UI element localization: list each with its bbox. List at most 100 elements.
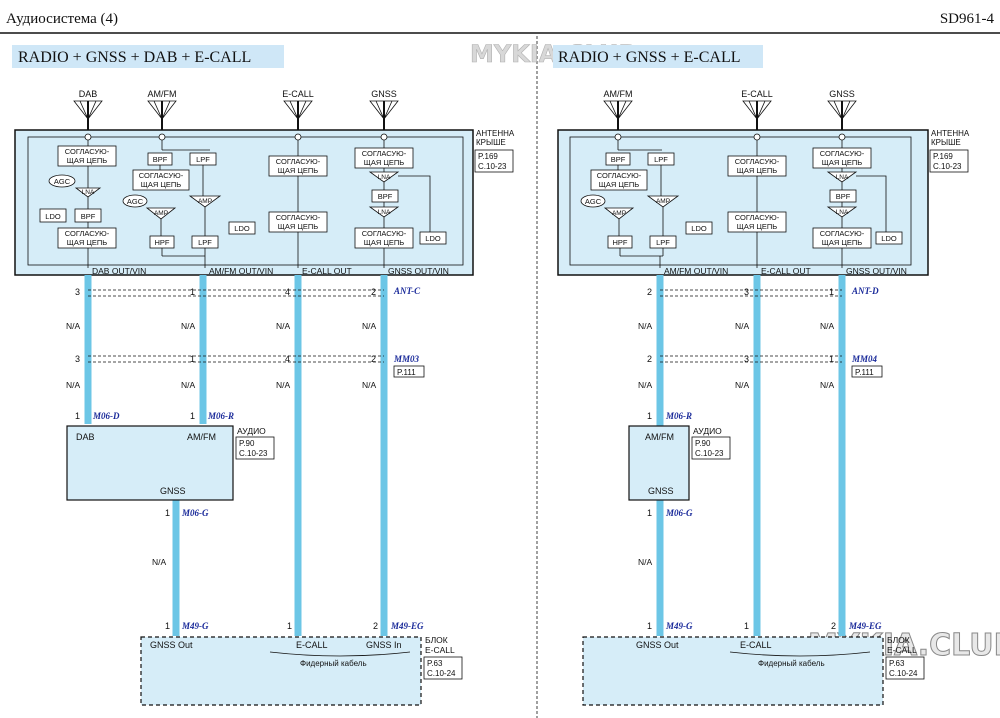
connector-name: M49-G — [665, 621, 693, 631]
svg-text:СОГЛАСУЮ-: СОГЛАСУЮ- — [276, 213, 321, 222]
svg-text:P.169: P.169 — [478, 152, 498, 161]
svg-text:2: 2 — [371, 354, 376, 364]
svg-text:AMP: AMP — [612, 210, 626, 217]
svg-text:P.111: P.111 — [855, 368, 874, 377]
svg-text:BPF: BPF — [611, 155, 626, 164]
connector-name: ANT-C — [393, 286, 421, 296]
svg-text:GNSS Out: GNSS Out — [636, 640, 679, 650]
na-label: N/A — [181, 380, 196, 390]
svg-text:3: 3 — [75, 287, 80, 297]
svg-text:GNSS Out: GNSS Out — [150, 640, 193, 650]
na-label: N/A — [638, 380, 653, 390]
svg-text:C.10-23: C.10-23 — [695, 449, 724, 458]
svg-text:GNSS In: GNSS In — [366, 640, 402, 650]
page-code: SD961-4 — [940, 11, 995, 27]
svg-text:2: 2 — [831, 621, 836, 631]
svg-text:Фидерный кабель: Фидерный кабель — [300, 659, 367, 668]
svg-text:P.169: P.169 — [933, 152, 953, 161]
svg-text:BPF: BPF — [836, 192, 851, 201]
svg-text:LDO: LDO — [45, 212, 61, 221]
svg-text:СОГЛАСУЮ-: СОГЛАСУЮ- — [276, 157, 321, 166]
output-label: E-CALL OUT — [761, 266, 811, 276]
svg-text:СОГЛАСУЮ-: СОГЛАСУЮ- — [820, 229, 865, 238]
svg-text:1: 1 — [647, 621, 652, 631]
svg-text:LPF: LPF — [656, 238, 670, 247]
svg-text:C.10-24: C.10-24 — [427, 669, 456, 678]
svg-text:СОГЛАСУЮ-: СОГЛАСУЮ- — [139, 171, 184, 180]
svg-text:БЛОК: БЛОК — [425, 635, 448, 645]
na-label: N/A — [638, 557, 653, 567]
connector-ant-d: 2 3 1 ANT-D — [647, 286, 879, 297]
svg-text:АУДИО: АУДИО — [693, 426, 722, 436]
svg-text:2: 2 — [371, 287, 376, 297]
svg-text:BPF: BPF — [153, 155, 168, 164]
svg-text:C.10-23: C.10-23 — [239, 449, 268, 458]
svg-text:3: 3 — [744, 354, 749, 364]
svg-text:ЩАЯ ЦЕПЬ: ЩАЯ ЦЕПЬ — [278, 166, 318, 175]
svg-text:1: 1 — [829, 287, 834, 297]
svg-text:2: 2 — [647, 354, 652, 364]
svg-text:СОГЛАСУЮ-: СОГЛАСУЮ- — [597, 171, 642, 180]
output-label: E-CALL OUT — [302, 266, 352, 276]
svg-text:СОГЛАСУЮ-: СОГЛАСУЮ- — [65, 229, 110, 238]
connector-name: ANT-D — [851, 286, 879, 296]
svg-text:LNA: LNA — [836, 174, 849, 181]
antenna-label: AM/FM — [148, 89, 177, 99]
svg-text:ЩАЯ ЦЕПЬ: ЩАЯ ЦЕПЬ — [141, 180, 181, 189]
svg-text:P.90: P.90 — [695, 439, 711, 448]
svg-text:БЛОК: БЛОК — [887, 635, 910, 645]
svg-text:КРЫШЕ: КРЫШЕ — [476, 138, 506, 147]
na-label: N/A — [735, 380, 750, 390]
left-audio-unit: DAB AM/FM GNSS АУДИО P.90 C.10-23 — [66, 425, 275, 501]
svg-text:1: 1 — [165, 621, 170, 631]
page-title: Аудиосистема (4) — [6, 11, 118, 27]
output-label: GNSS OUT/VIN — [388, 266, 449, 276]
antenna-label: DAB — [79, 89, 98, 99]
svg-text:1: 1 — [190, 354, 195, 364]
na-label: N/A — [820, 321, 835, 331]
svg-text:ЩАЯ ЦЕПЬ: ЩАЯ ЦЕПЬ — [364, 158, 404, 167]
svg-text:1: 1 — [190, 287, 195, 297]
svg-text:LDO: LDO — [425, 234, 441, 243]
right-title-box — [553, 45, 763, 68]
svg-text:СОГЛАСУЮ-: СОГЛАСУЮ- — [362, 149, 407, 158]
svg-text:1: 1 — [744, 621, 749, 631]
antenna-gnss-icon: GNSS — [369, 89, 399, 132]
svg-text:HPF: HPF — [155, 238, 170, 247]
left-ecall-unit: GNSS Out E-CALL GNSS In Фидерный кабель … — [140, 635, 463, 706]
svg-text:P.90: P.90 — [239, 439, 255, 448]
svg-text:1: 1 — [647, 411, 652, 421]
svg-text:E-CALL: E-CALL — [296, 640, 328, 650]
svg-text:4: 4 — [285, 287, 290, 297]
svg-text:C.10-24: C.10-24 — [889, 669, 918, 678]
svg-text:C.10-23: C.10-23 — [478, 162, 507, 171]
svg-text:СОГЛАСУЮ-: СОГЛАСУЮ- — [735, 213, 780, 222]
right-audio-unit: AM/FM GNSS АУДИО P.90 C.10-23 — [628, 425, 731, 501]
output-label: DAB OUT/VIN — [92, 266, 146, 276]
right-antenna-module: BPF LPF СОГЛАСУЮ- ЩАЯ ЦЕПЬ AGC AMP AMP H… — [557, 129, 970, 276]
antenna-label: GNSS — [371, 89, 397, 99]
na-label: N/A — [66, 380, 81, 390]
svg-text:КРЫШЕ: КРЫШЕ — [931, 138, 961, 147]
na-label: N/A — [276, 380, 291, 390]
svg-text:ЩАЯ ЦЕПЬ: ЩАЯ ЦЕПЬ — [364, 238, 404, 247]
svg-text:2: 2 — [373, 621, 378, 631]
svg-text:LDO: LDO — [234, 224, 250, 233]
svg-text:BPF: BPF — [81, 212, 96, 221]
svg-text:4: 4 — [285, 354, 290, 364]
svg-text:СОГЛАСУЮ-: СОГЛАСУЮ- — [65, 147, 110, 156]
connector-name: M49-EG — [848, 621, 882, 631]
na-label: N/A — [276, 321, 291, 331]
antenna-label: E-CALL — [741, 89, 773, 99]
svg-text:LNA: LNA — [378, 209, 391, 216]
connector-name: M49-G — [181, 621, 209, 631]
antenna-amfm-icon: AM/FM — [147, 89, 177, 132]
svg-text:ЩАЯ ЦЕПЬ: ЩАЯ ЦЕПЬ — [737, 166, 777, 175]
connector-name: M06-G — [665, 508, 693, 518]
svg-text:1: 1 — [75, 411, 80, 421]
svg-text:GNSS: GNSS — [160, 486, 186, 496]
output-label: GNSS OUT/VIN — [846, 266, 907, 276]
svg-text:1: 1 — [647, 508, 652, 518]
svg-text:AMP: AMP — [154, 210, 168, 217]
